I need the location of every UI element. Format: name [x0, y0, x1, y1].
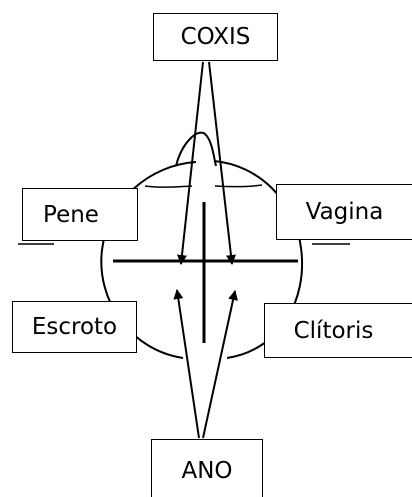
head-squiggle-left — [145, 186, 192, 187]
label-ano: ANO — [151, 439, 263, 497]
label-vagina-text: Vagina — [306, 199, 384, 225]
label-vagina: Vagina — [276, 184, 412, 240]
label-escroto: Escroto — [12, 301, 137, 353]
arrow-ano-right — [203, 291, 235, 438]
label-escroto-text: Escroto — [32, 314, 117, 340]
label-ano-text: ANO — [181, 458, 232, 484]
label-pene: Pene — [22, 188, 138, 241]
label-coxis-text: COXIS — [181, 24, 251, 50]
head-bump — [176, 133, 216, 166]
arrow-ano-left — [177, 290, 199, 438]
label-pene-text: Pene — [43, 202, 99, 228]
label-clitoris: Clítoris — [264, 303, 412, 358]
label-clitoris-text: Clítoris — [294, 318, 374, 344]
label-coxis: COXIS — [153, 13, 278, 61]
